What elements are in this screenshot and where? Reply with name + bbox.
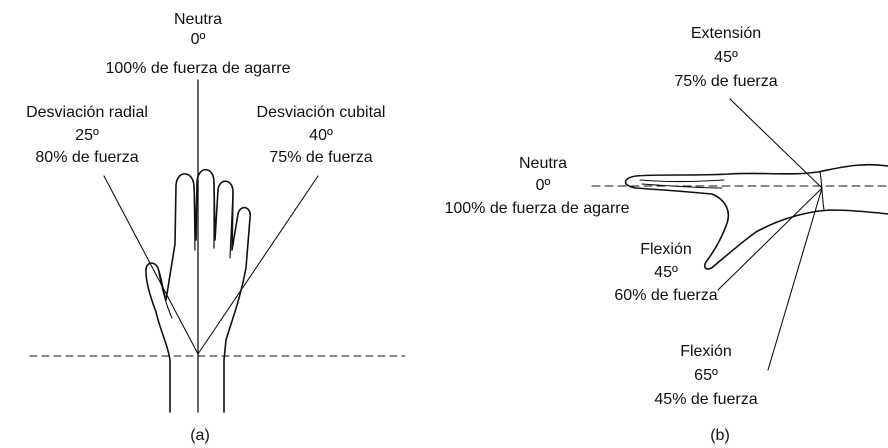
caption-b: (b) [710,427,730,444]
flexion-65-line [767,187,823,371]
flexion45-title: Flexión [640,241,692,258]
extension-force: 75% de fuerza [674,73,777,90]
hand-front-outline [145,168,251,413]
finger-creases [193,181,234,259]
flexion65-angle: 65º [694,367,718,384]
extension-title: Extensión [691,25,761,42]
neutral-b-title: Neutra [519,155,567,172]
wrist-contour [819,171,825,211]
neutral-angle: 0º [191,31,206,48]
panel-a: Neutra 0º 100% de fuerza de agarre Desvi… [26,11,406,444]
neutral-title: Neutra [174,11,222,28]
caption-a: (a) [190,427,210,444]
neutral-b-angle: 0º [536,177,551,194]
extension-line [729,98,823,189]
flexion45-angle: 45º [654,264,678,281]
radial-deviation-line [103,175,199,355]
ulnar-angle: 40º [309,127,333,144]
ulnar-title: Desviación cubital [257,104,386,121]
thumb-contour [157,267,173,319]
flexion65-force: 45% de fuerza [654,391,757,408]
neutral-force: 100% de fuerza de agarre [105,60,290,77]
neutral-b-force: 100% de fuerza de agarre [444,200,629,217]
hand-side-outline [624,163,888,270]
radial-title: Desviación radial [26,104,148,121]
flexion-45-line [717,187,823,291]
ulnar-deviation-line [197,175,319,355]
flexion45-force: 60% de fuerza [614,287,717,304]
radial-force: 80% de fuerza [35,149,138,166]
ulnar-force: 75% de fuerza [269,149,372,166]
radial-angle: 25º [75,127,99,144]
extension-angle: 45º [714,49,738,66]
panel-b: Extensión 45º 75% de fuerza Neutra 0º 10… [444,25,888,444]
finger-contours [639,179,725,189]
flexion65-title: Flexión [680,343,732,360]
